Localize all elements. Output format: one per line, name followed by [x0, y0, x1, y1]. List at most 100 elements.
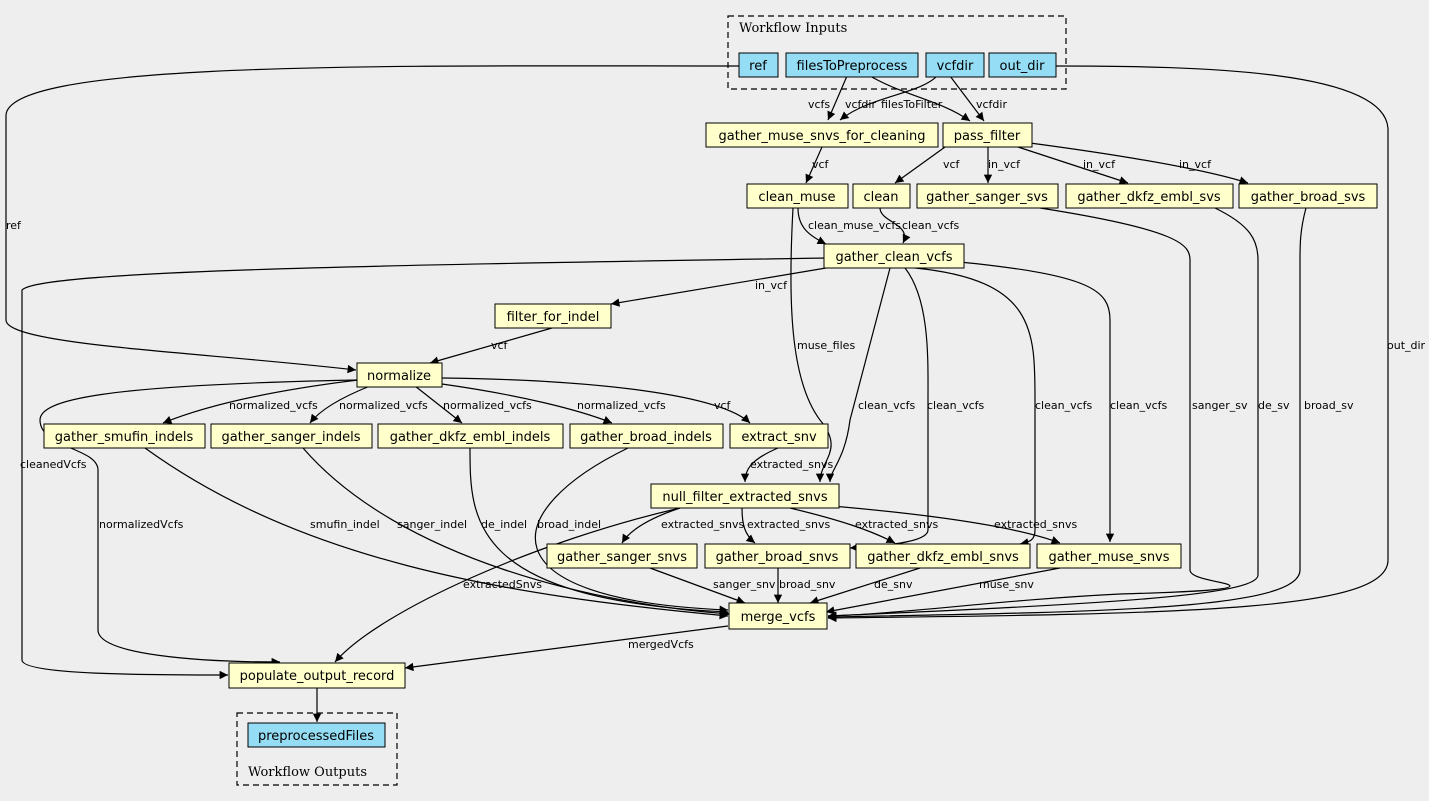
input-ref-box[interactable]	[738, 52, 779, 78]
edge-merge-to-populate	[404, 625, 729, 672]
edge-label-in-vcf-3: in_vcf	[1179, 158, 1212, 171]
edge-null-to-gather-muse-snvs	[819, 504, 1061, 544]
step-gather-smufin-indels-box[interactable]	[43, 423, 206, 449]
edge-label-in-vcf-2: in_vcf	[1083, 158, 1116, 171]
edge-label-clean-vcfs-4: clean_vcfs	[1035, 399, 1093, 412]
edge-label-vcf-4: vcf	[714, 399, 732, 412]
step-gather-dkfz-embl-snvs-box[interactable]	[855, 543, 1031, 569]
edge-broad-indels-to-merge	[534, 447, 729, 614]
edge-label-de-sv: de_sv	[1258, 399, 1290, 412]
step-gather-sanger-snvs-label: gather_sanger_snvs	[557, 550, 687, 565]
step-filter-for-indel-label: filter_for_indel	[507, 310, 600, 325]
edge-label-clean-vcfs-3: clean_vcfs	[927, 399, 985, 412]
edge-dkfz-snvs-to-merge	[809, 567, 921, 605]
step-populate-output-record-box[interactable]	[228, 662, 406, 689]
edge-normalize-to-sanger-indels	[309, 385, 371, 424]
step-nodes: gather_muse_snvs_for_cleaning pass_filte…	[43, 122, 1378, 689]
step-normalize-box[interactable]	[356, 362, 443, 388]
edge-null-to-gather-dkfz-snvs	[789, 507, 896, 544]
step-clean-box[interactable]	[852, 183, 911, 209]
step-clean-label: clean	[864, 190, 899, 205]
step-gather-dkfz-embl-indels-box[interactable]	[377, 423, 564, 449]
input-files-to-preprocess-box[interactable]	[785, 52, 919, 78]
edge-gather-clean-to-dkfz-snvs	[914, 267, 1036, 547]
edge-label-broad-indel: broad_indel	[537, 518, 601, 531]
step-null-filter-extracted-snvs-label: null_filter_extracted_snvs	[662, 490, 828, 505]
step-gather-broad-indels-label: gather_broad_indels	[580, 430, 712, 445]
edge-label-normalized-vcfs-1: normalized_vcfs	[229, 399, 318, 412]
step-gather-muse-snvs-for-cleaning-label: gather_muse_snvs_for_cleaning	[719, 129, 926, 144]
step-pass-filter-label: pass_filter	[954, 129, 1021, 144]
edge-label-de-snv: de_snv	[874, 578, 913, 591]
edge-label-cleaned-vcfs: cleanedVcfs	[20, 458, 87, 471]
step-clean-muse-box[interactable]	[746, 183, 849, 209]
step-gather-dkfz-embl-svs-label: gather_dkfz_embl_svs	[1077, 190, 1221, 205]
workflow-inputs-title: Workflow Inputs	[739, 21, 847, 36]
edge-ref-to-normalize	[5, 65, 740, 374]
edge-files-to-pass-filter	[869, 75, 971, 122]
step-populate-output-record-label: populate_output_record	[240, 669, 395, 684]
step-gather-muse-snvs-for-cleaning-box[interactable]	[705, 122, 939, 148]
edge-gather-clean-to-null-filter	[825, 267, 891, 483]
edge-broad-svs-to-merge	[827, 207, 1307, 622]
edge-label-files-to-filter: filesToFilter	[881, 98, 943, 111]
input-vcfdir-label: vcfdir	[937, 59, 974, 74]
edge-label-extracted-snvs-out: extractedSnvs	[463, 578, 542, 591]
edge-label-vcf-2: vcf	[943, 158, 961, 171]
edge-label-clean-vcfs-5: clean_vcfs	[1110, 399, 1168, 412]
step-gather-dkfz-embl-svs-box[interactable]	[1065, 183, 1234, 209]
edge-label-extracted-snvs-2: extracted_snvs	[661, 518, 744, 531]
step-gather-broad-snvs-box[interactable]	[704, 543, 851, 569]
edge-normalize-to-smufin	[162, 379, 359, 424]
step-gather-muse-snvs-box[interactable]	[1036, 543, 1182, 569]
edge-gather-clean-to-filter-indel	[610, 267, 827, 307]
edges	[5, 65, 1389, 722]
step-gather-clean-vcfs-box[interactable]	[823, 243, 965, 269]
step-gather-broad-indels-box[interactable]	[569, 423, 724, 449]
edge-label-broad-sv: broad_sv	[1304, 399, 1354, 412]
edge-label-smufin-indel: smufin_indel	[310, 518, 380, 531]
step-null-filter-extracted-snvs-box[interactable]	[650, 483, 840, 509]
edge-label-de-indel: de_indel	[481, 518, 527, 531]
edge-vcfdir-to-gather-muse	[839, 75, 938, 121]
edge-label-normalized-vcfs-4: normalized_vcfs	[577, 399, 666, 412]
edge-null-to-gather-sanger-snvs	[621, 507, 681, 544]
edge-normalize-to-dkfz-indels	[414, 385, 463, 424]
edge-label-sanger-snv: sanger_snv	[713, 578, 776, 591]
edge-label-ref: ref	[6, 219, 22, 232]
step-filter-for-indel-box[interactable]	[494, 303, 612, 329]
step-normalize-label: normalize	[367, 369, 431, 384]
edge-clean-to-gather-clean	[879, 207, 911, 244]
edge-label-out-dir: out_dir	[1387, 339, 1426, 352]
step-gather-broad-svs-box[interactable]	[1238, 183, 1378, 209]
edge-gather-clean-to-muse-snvs	[959, 261, 1115, 542]
step-clean-muse-label: clean_muse	[758, 190, 835, 205]
step-pass-filter-box[interactable]	[942, 122, 1033, 148]
step-merge-vcfs-box[interactable]	[728, 602, 828, 630]
edge-normalize-to-broad-indels	[441, 383, 613, 424]
step-extract-snv-label: extract_snv	[741, 430, 817, 445]
input-out-dir-label: out_dir	[1000, 59, 1046, 74]
edge-label-sanger-indel: sanger_indel	[397, 518, 467, 531]
step-gather-sanger-indels-box[interactable]	[210, 423, 373, 449]
edge-files-to-gather-muse	[827, 75, 848, 121]
edge-out-dir-to-merge	[827, 65, 1389, 623]
edge-pass-to-gather-broad-svs	[1029, 142, 1249, 185]
edge-dkfz-svs-to-merge	[827, 207, 1259, 620]
input-out-dir-box[interactable]	[988, 52, 1057, 78]
edge-label-extracted-snvs-4: extracted_snvs	[855, 518, 938, 531]
step-gather-sanger-svs-box[interactable]	[916, 183, 1059, 209]
edge-normalize-to-extract-snv	[441, 377, 751, 424]
input-vcfdir-box[interactable]	[925, 52, 985, 78]
output-preprocessed-files-box[interactable]	[247, 722, 386, 748]
edge-muse-snvs-to-merge	[825, 567, 1061, 615]
output-preprocessed-files-label: preprocessedFiles	[258, 729, 374, 744]
step-gather-sanger-snvs-box[interactable]	[546, 543, 698, 569]
step-extract-snv-box[interactable]	[729, 423, 829, 449]
input-nodes: ref filesToPreprocess vcfdir out_dir	[738, 52, 1057, 78]
edge-clean-muse-to-gather-clean	[797, 207, 827, 245]
step-gather-dkfz-embl-snvs-label: gather_dkfz_embl_snvs	[867, 550, 1019, 565]
edge-label-muse-files: muse_files	[797, 339, 855, 352]
edge-label-broad-snv: broad_snv	[779, 578, 836, 591]
